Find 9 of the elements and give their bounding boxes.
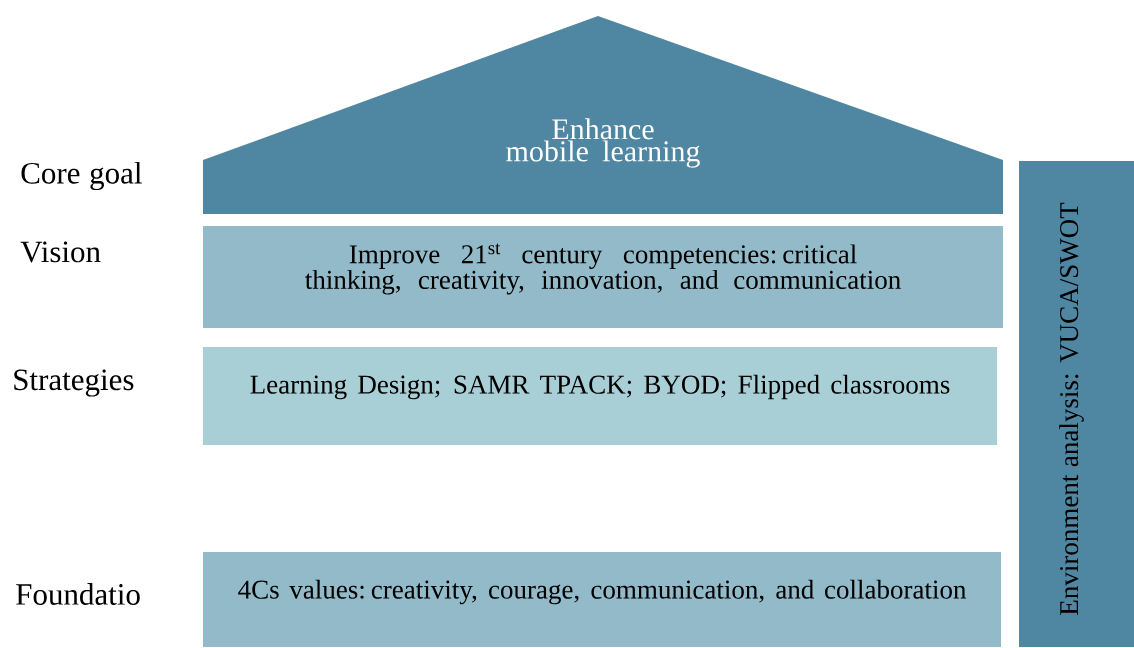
level-label: Strategies — [14, 369, 134, 397]
house-roof: Enhance mobile learning — [203, 16, 1003, 214]
layer-box: Learning Design; SAMR TPACK; BYOD; Flipped classrooms — [203, 347, 997, 445]
level-label: Core goal — [21, 161, 142, 191]
layer-box: 4Cs values: creativity, courage, communication, and collaboration — [203, 552, 1001, 647]
level-label: Foundatio — [16, 583, 140, 605]
level-label: Vision — [20, 241, 101, 263]
side-bar: Environment analysis: VUCA/SWOT — [1019, 161, 1134, 647]
layer-box: Improve 21$^{st}$ century competencies: critical thinking, creativity, innovation, and communication — [203, 226, 1003, 328]
